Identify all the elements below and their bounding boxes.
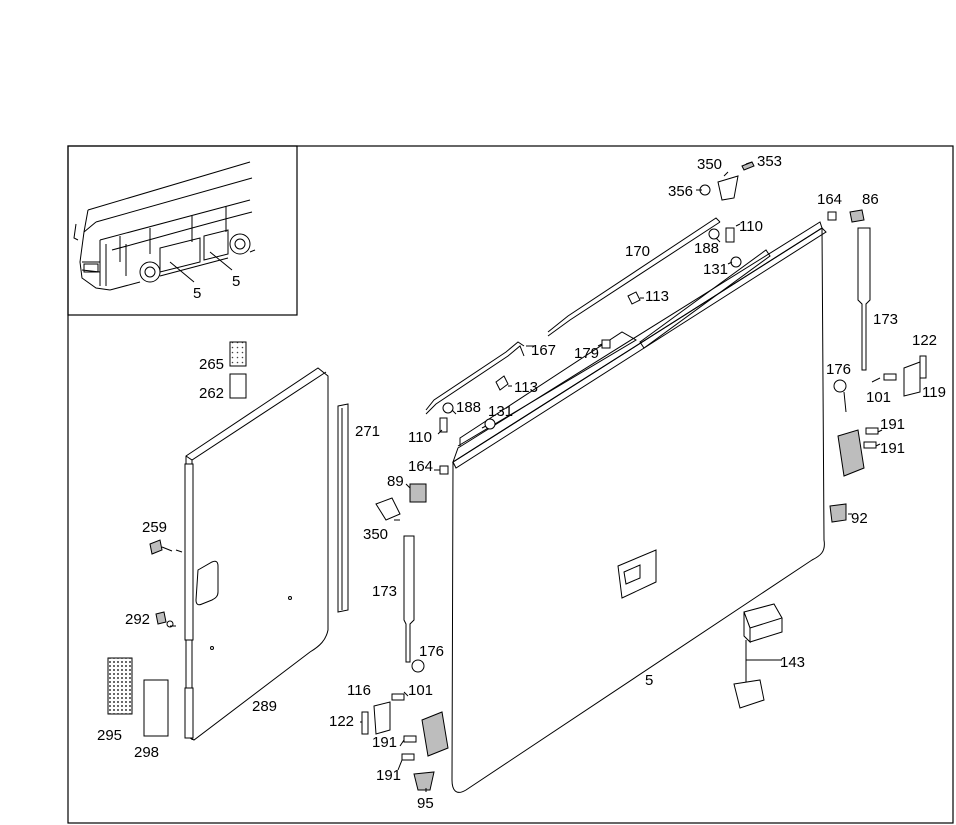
washer-188-top [708,228,720,240]
clip-110-top [725,227,735,243]
part-label-262: 262 [199,385,224,402]
part-label-298: 298 [134,744,159,761]
part-label-173-right: 173 [873,311,898,328]
hinge-bracket-350-left [375,497,401,521]
bushing-176-left [411,659,425,673]
upper-rail [457,331,637,447]
rod-167 [425,345,525,415]
plate-119 [903,361,921,397]
clip-110-left [439,417,448,433]
decal-262 [229,373,247,399]
part-label-164-right: 164 [817,191,842,208]
part-label-350-top: 350 [697,156,722,173]
cap-164-right [827,211,837,221]
screw-191-left-a [403,735,417,743]
grille-295 [107,657,133,715]
part-label-167: 167 [531,342,556,359]
screw-101-right [883,373,897,381]
part-label-143: 143 [780,654,805,671]
lock-assembly-left [421,711,449,757]
part-label-122-right: 122 [912,332,937,349]
seal-strip-271 [337,403,349,613]
part-label-86: 86 [862,191,879,208]
part-label-113-top: 113 [645,288,669,305]
screw-191-right-b [863,441,877,449]
latch-143 [733,679,765,709]
part-label-191-left-a: 191 [372,734,397,751]
part-label-188-left: 188 [456,399,481,416]
washer-188-left [442,402,454,414]
part-label-92: 92 [851,510,868,527]
part-label-164-left: 164 [408,458,433,475]
lock-assembly-right [837,429,865,477]
bushing-176-right [833,379,847,393]
coach-illustration [73,161,256,291]
part-label-110-left: 110 [408,429,432,446]
bushing-131-top [730,256,742,268]
screw-101-left [391,693,405,701]
part-label-265: 265 [199,356,224,373]
leader-lines [170,161,883,792]
part-label-271: 271 [355,423,380,440]
pin-179 [601,339,611,349]
part-label-259: 259 [142,519,167,536]
part-label-176-left: 176 [419,643,444,660]
part-label-179: 179 [574,345,599,362]
cap-164-left [439,465,449,475]
clamp-113-left [495,375,509,391]
part-label-356: 356 [668,183,693,200]
panel-298 [143,679,169,737]
part-label-289: 289 [252,698,277,715]
screw-191-right-a [865,427,879,435]
part-label-131-top: 131 [703,261,728,278]
part-label-292: 292 [125,611,150,628]
handle-95 [413,771,435,791]
part-label-116: 116 [347,682,371,699]
part-label-122-left: 122 [329,713,354,730]
bushing-131-left [484,418,496,430]
part-label-295: 295 [97,727,122,744]
decal-265 [229,341,247,367]
part-label-176-right: 176 [826,361,851,378]
part-label-95: 95 [417,795,434,812]
shim-122-right [919,355,927,379]
bracket-89 [409,483,427,503]
fastener-292 [155,611,167,625]
plate-116 [373,701,391,735]
gas-strut-173-right [857,227,871,371]
clamp-113-top [627,291,641,305]
part-label-191-right-a: 191 [880,416,905,433]
diagram-frame [67,145,954,824]
part-label-191-left-b: 191 [376,767,401,784]
part-label-119: 119 [922,384,946,401]
part-label-131-left: 131 [488,403,513,420]
part-label-5: 5 [645,672,653,689]
screw-191-left-b [401,753,415,761]
part-label-101-right: 101 [866,389,891,406]
screw-259 [149,539,163,555]
door-panel [451,221,827,793]
inset-callout-right: 5 [232,273,240,290]
inset-callout-left: 5 [193,285,201,302]
block-92 [829,503,847,523]
shim-122-left [361,711,369,735]
part-label-353: 353 [757,153,782,170]
rod-170 [547,221,721,337]
inner-panel-289 [184,367,329,741]
part-label-188-top: 188 [694,240,719,257]
part-label-191-right-b: 191 [880,440,905,457]
part-label-350-left: 350 [363,526,388,543]
part-label-101-left: 101 [408,682,433,699]
part-label-170: 170 [625,243,650,260]
gas-strut-173-left [403,535,415,663]
part-label-110-top: 110 [739,218,763,235]
part-label-113-left: 113 [514,379,538,396]
inset-frame [67,145,298,316]
part-label-89: 89 [387,473,404,490]
hinge-bracket-350-top [717,175,739,201]
bracket-86 [849,209,865,223]
part-label-173-left: 173 [372,583,397,600]
